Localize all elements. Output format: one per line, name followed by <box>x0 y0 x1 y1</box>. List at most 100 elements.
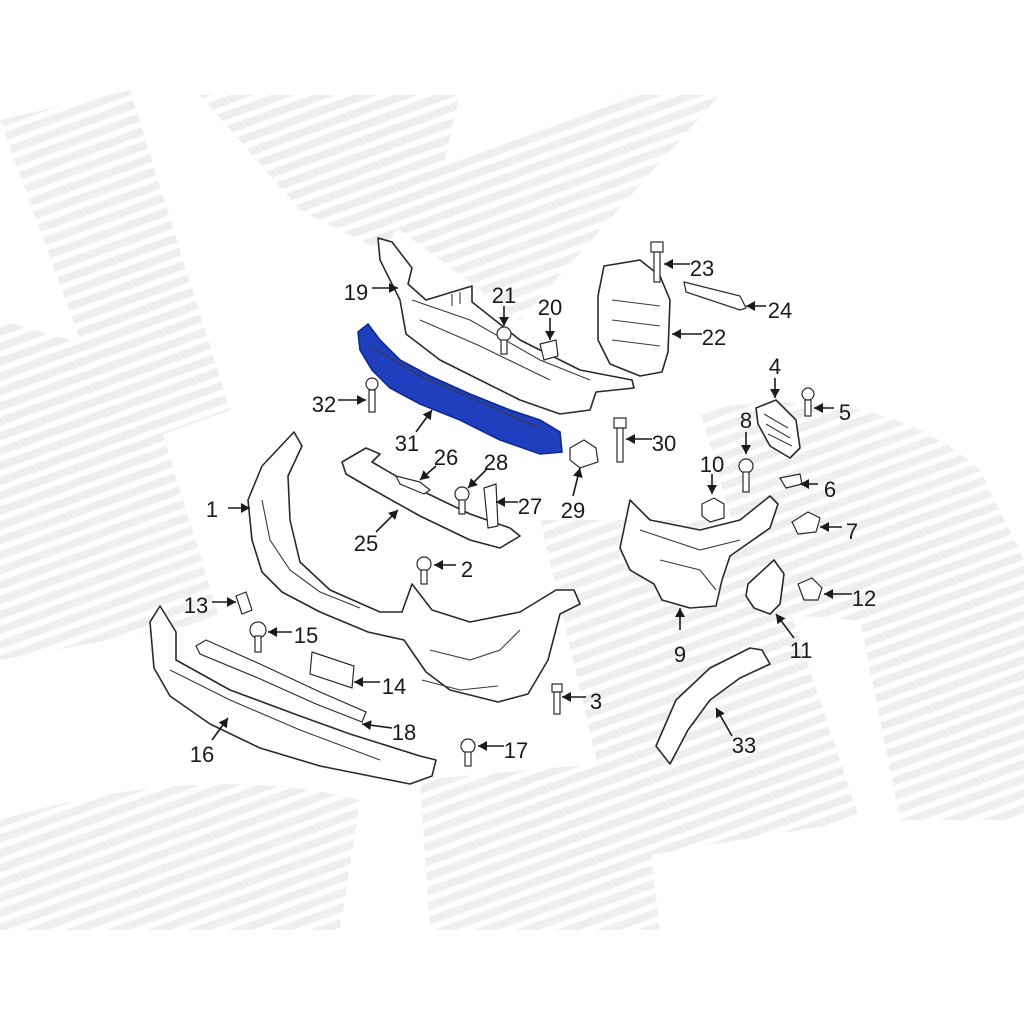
arrowhead-4 <box>770 389 780 398</box>
arrowhead-20 <box>545 331 555 340</box>
callout-label-19: 19 <box>344 280 368 305</box>
arrowhead-18 <box>362 720 372 731</box>
part-26-clip <box>394 475 432 495</box>
callout-label-27: 27 <box>518 494 542 519</box>
part-27-bracket <box>483 483 499 529</box>
arrowhead-24 <box>746 301 755 311</box>
part-16-lower-spoiler <box>149 605 437 785</box>
part-1-bumper-cover <box>247 431 581 703</box>
callout-label-11: 11 <box>790 638 813 663</box>
arrowhead-7 <box>820 522 829 532</box>
callout-label-28: 28 <box>484 450 508 475</box>
part-8-screw <box>738 458 754 493</box>
arrowhead-5 <box>814 403 823 413</box>
part-14-plate-bracket <box>309 651 355 689</box>
callout-label-20: 20 <box>538 295 562 320</box>
callout-label-15: 15 <box>294 623 318 648</box>
callout-label-21: 21 <box>492 283 516 308</box>
part-9-air-duct <box>619 495 779 609</box>
part-23-bolt <box>650 241 664 283</box>
arrowhead-13 <box>227 597 236 607</box>
arrowhead-3 <box>562 692 571 702</box>
arrowhead-31 <box>422 410 432 421</box>
part-31-impact-absorber <box>357 322 563 455</box>
part-32-pin <box>365 377 379 413</box>
part-24-trim-strip <box>683 281 747 311</box>
callout-label-26: 26 <box>434 445 458 470</box>
part-25-reinforcement <box>341 447 521 549</box>
part-29-bracket <box>569 439 599 469</box>
part-7-clip <box>791 511 821 535</box>
callout-label-5: 5 <box>839 400 851 425</box>
callout-label-1: 1 <box>206 497 218 522</box>
callout-label-23: 23 <box>690 256 714 281</box>
arrowhead-15 <box>268 627 277 637</box>
arrowhead-11 <box>776 614 786 625</box>
arrowhead-17 <box>478 741 487 751</box>
callout-label-29: 29 <box>561 498 585 523</box>
part-10-nut <box>701 497 725 523</box>
arrowhead-6 <box>800 479 809 489</box>
callout-label-9: 9 <box>674 642 686 667</box>
callout-label-14: 14 <box>382 674 406 699</box>
callout-label-22: 22 <box>702 325 726 350</box>
arrowhead-26 <box>420 470 431 480</box>
callout-label-32: 32 <box>312 392 336 417</box>
part-21-screw <box>496 326 512 355</box>
arrowhead-12 <box>824 589 833 599</box>
arrowhead-22 <box>672 329 681 339</box>
callout-label-10: 10 <box>700 452 724 477</box>
callout-label-31: 31 <box>395 431 419 456</box>
part-30-bolt <box>613 417 627 463</box>
arrowhead-19 <box>389 283 398 293</box>
callout-label-4: 4 <box>769 354 781 379</box>
arrowhead-25 <box>388 510 398 520</box>
arrowhead-33 <box>716 708 725 719</box>
arrowhead-30 <box>626 434 635 444</box>
arrowhead-9 <box>675 608 685 617</box>
arrowhead-1 <box>241 503 250 513</box>
arrowhead-16 <box>218 718 228 729</box>
callout-label-3: 3 <box>590 689 602 714</box>
arrowhead-28 <box>468 478 478 488</box>
leader-lines <box>211 259 852 751</box>
arrowhead-21 <box>499 317 509 326</box>
part-17-screw <box>460 738 476 767</box>
part-4-sensor-bracket <box>755 399 801 459</box>
part-3-pin <box>551 683 563 715</box>
callout-label-33: 33 <box>732 733 756 758</box>
callout-label-12: 12 <box>852 586 876 611</box>
arrowhead-10 <box>707 485 717 494</box>
part-28-screw <box>454 486 470 515</box>
callout-label-30: 30 <box>652 431 676 456</box>
part-15-screw <box>249 621 267 653</box>
callout-label-16: 16 <box>190 742 214 767</box>
callout-label-6: 6 <box>824 477 836 502</box>
arrowhead-23 <box>664 259 673 269</box>
callout-label-8: 8 <box>740 408 752 433</box>
callout-label-24: 24 <box>768 298 792 323</box>
part-13-cap <box>235 591 253 615</box>
arrowhead-8 <box>741 445 751 454</box>
arrowhead-27 <box>496 497 505 507</box>
callout-label-18: 18 <box>392 720 416 745</box>
arrowhead-29 <box>572 468 583 478</box>
arrowhead-2 <box>434 560 443 570</box>
part-5-screw <box>801 387 815 417</box>
callout-label-2: 2 <box>461 557 473 582</box>
part-22-bracket <box>597 259 671 377</box>
part-11-bracket <box>745 559 785 615</box>
part-33-wheel-arch <box>655 647 771 765</box>
callout-label-7: 7 <box>846 519 858 544</box>
part-20-clip <box>539 339 559 361</box>
arrowhead-14 <box>354 677 363 687</box>
callout-label-25: 25 <box>354 531 378 556</box>
watermark <box>0 90 1024 930</box>
part-12-nut <box>797 577 823 601</box>
part-18-strip <box>195 639 367 723</box>
callout-label-17: 17 <box>504 738 528 763</box>
part-2-screw <box>416 556 432 585</box>
